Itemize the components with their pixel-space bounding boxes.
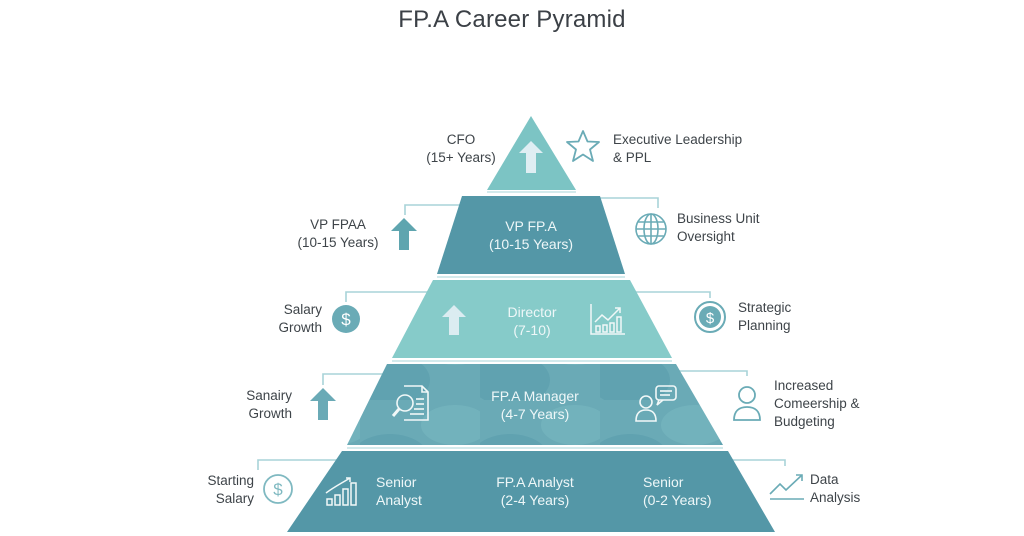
tier-5-inside-label-right: Senior (0-2 Years) [643,473,711,509]
up-arrow-icon [519,141,543,173]
tier-1-left-label: CFO (15+ Years) [418,131,504,167]
tier-5-left-label: Starting Salary [186,472,254,508]
label-line: Salary [283,302,322,317]
tier-1-right-label: Executive Leadership & PPL [613,131,742,167]
up-arrow-icon [310,388,336,420]
label-line: VP FP.A [505,218,557,234]
label-line: Data [810,472,839,487]
label-line: Oversight [677,229,735,244]
label-line: Senior [643,474,684,490]
label-line: (10-15 Years) [488,236,574,252]
dollar-circle-icon: $ [263,474,293,504]
label-line: (0-2 Years) [643,492,712,508]
tier-2-inside-label: VP FP.A (10-15 Years) [462,217,600,253]
tier-4-inside-label: FP.A Manager (4-7 Years) [470,387,600,423]
svg-text:$: $ [273,480,283,499]
dollar-icon: $ [332,305,360,333]
label-line: (10-15 Years) [297,235,379,250]
label-line: (15+ Years) [426,150,496,165]
tier-4-manager [347,364,723,445]
label-line: Starting [207,473,254,488]
label-line: Business Unit [677,211,760,226]
label-line: Increased [774,378,834,393]
label-line: Director [507,304,557,320]
label-line: & PPL [613,150,652,165]
label-line: CFO [446,132,476,147]
bar-chart-growth-icon [325,477,357,506]
tier-5-inside-label-center: FP.A Analyst (2-4 Years) [470,473,600,509]
trend-line-icon [769,474,804,500]
tier-4-right-label: Increased Comeership & Budgeting [774,377,860,431]
up-arrow-icon [442,305,466,335]
tier-5-right-label: Data Analysis [810,471,860,507]
page-title: FP.A Career Pyramid [398,6,626,33]
label-line: Analyst [376,492,422,508]
svg-text:$: $ [341,310,351,329]
label-line: Sanairy [246,388,292,403]
globe-icon [635,213,667,245]
user-icon [733,386,761,421]
label-line: Senior [376,474,417,490]
person-chat-icon [635,385,677,422]
dollar-circle-icon: $ [694,301,726,333]
label-line: Budgeting [774,414,835,429]
star-icon [566,130,600,162]
up-arrow-icon [391,218,417,250]
label-line: Salary [215,491,254,506]
tier-2-vp [437,196,625,274]
tier-4-left-label: Sanairy Growth [220,387,292,423]
label-line: Executive Leadership [613,132,743,147]
connector-lines [257,197,786,470]
tier-3-inside-label: Director (7-10) [482,303,582,339]
document-search-icon [391,385,429,421]
tier-2-left-label: VP FPAA (10-15 Years) [290,216,386,252]
tier-2-right-label: Business Unit Oversight [677,210,760,246]
svg-text:$: $ [706,310,715,327]
tier-3-director [392,280,672,358]
tier-5-analyst [287,451,775,532]
label-line: FP.A Manager [491,388,579,404]
label-line: Planning [738,318,791,333]
label-line: FP.A Analyst [496,474,574,490]
label-line: VP FPAA [310,217,366,232]
label-line: Comeership & [774,396,860,411]
label-line: Growth [278,320,322,335]
label-line: Growth [248,406,292,421]
tier-5-inside-label-left: Senior Analyst [376,473,422,509]
label-line: (2-4 Years) [500,492,570,508]
label-line: Analysis [810,490,861,505]
label-line: Strategic [738,300,792,315]
label-line: (4-7 Years) [500,406,570,422]
growth-chart-icon [590,304,625,335]
label-line: (7-10) [513,322,551,338]
tier-3-right-label: Strategic Planning [738,299,791,335]
tier-3-left-label: Salary Growth [250,301,322,337]
